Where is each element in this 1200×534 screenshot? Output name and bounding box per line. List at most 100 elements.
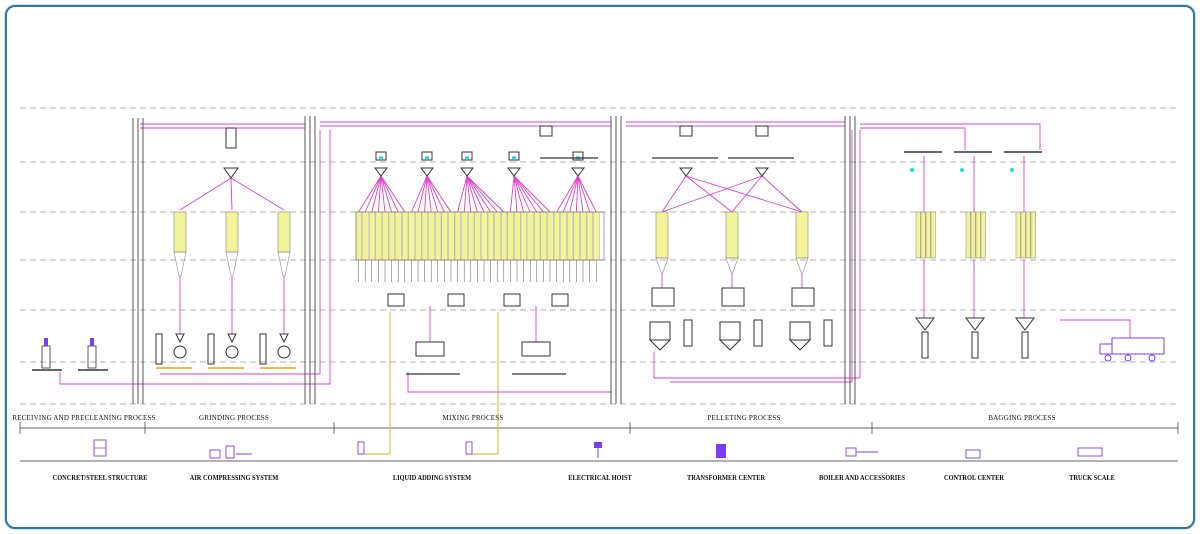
- pipe: [577, 175, 584, 213]
- bagging-bin: [920, 211, 926, 259]
- batching-scale: [447, 293, 465, 307]
- bagging-scale: [971, 331, 979, 359]
- pipe: [179, 177, 232, 211]
- hammer-mill: [277, 345, 291, 359]
- pipe: [661, 175, 763, 213]
- cooler-hopper: [648, 339, 672, 351]
- pipelines: [59, 121, 1131, 393]
- bagging-bin: [925, 211, 931, 259]
- mixing-bin: [527, 211, 534, 261]
- grinding-elevator: [207, 333, 215, 365]
- pelleting-top-cleaner: [755, 125, 769, 137]
- receiving-machine-1-motor: [44, 338, 48, 346]
- control-center-icon: [965, 449, 981, 459]
- hammer-mill: [173, 345, 187, 359]
- air-tank-icon: [225, 445, 235, 459]
- pipe: [556, 175, 579, 213]
- electrical-hoist-icon: [594, 442, 602, 448]
- legend-label-transformer: TRANSFORMER CENTER: [686, 473, 766, 482]
- mixing-distributor: [420, 167, 434, 177]
- mixing-bin: [514, 211, 521, 261]
- mixing-bin: [362, 211, 369, 261]
- mixer: [521, 341, 551, 357]
- diagram-frame: [5, 5, 1195, 529]
- pipe: [377, 175, 382, 213]
- mixing-cyan-marker: [465, 156, 469, 160]
- air-compressor-icon: [209, 449, 221, 459]
- pipe: [380, 175, 386, 213]
- process-label-bagging: BAGGING PROCESS: [988, 414, 1056, 422]
- pelleting-bin: [795, 211, 809, 259]
- bagging-bin: [1025, 211, 1031, 259]
- mixing-bin: [428, 211, 435, 261]
- grinding-distributor: [223, 167, 239, 179]
- legend-label-boiler: BOILER AND ACCESSORIES: [818, 473, 906, 482]
- mixing-bin: [441, 211, 448, 261]
- pipe: [463, 175, 468, 213]
- legend-label-liquid: LIQUID ADDING SYSTEM: [392, 473, 472, 482]
- pelleting-bin-hopper: [795, 257, 809, 273]
- mixing-bin: [567, 211, 574, 261]
- boiler-icon: [845, 447, 857, 457]
- pipe: [426, 175, 452, 213]
- pelleting-distributor: [679, 167, 693, 177]
- equipment: [32, 125, 1165, 375]
- mixing-bin-block: [355, 211, 605, 261]
- cooler: [719, 321, 741, 341]
- batching-scale: [503, 293, 521, 307]
- process-section-rule: [19, 422, 1179, 462]
- bagging-hopper: [915, 317, 935, 331]
- pipe: [59, 130, 331, 385]
- pipe: [860, 127, 966, 150]
- mixing-bin: [468, 211, 475, 261]
- pipe: [653, 130, 861, 379]
- bagging-scale: [1021, 331, 1029, 359]
- truck-wheel: [1148, 354, 1156, 362]
- pipe: [466, 175, 485, 213]
- pipe: [466, 175, 491, 213]
- pipe: [513, 175, 518, 213]
- pipe: [230, 177, 233, 211]
- pipe: [426, 175, 439, 213]
- pipe: [160, 130, 321, 375]
- truck-body: [1111, 337, 1165, 355]
- receiving-machine-2-motor: [90, 338, 94, 346]
- pipe: [509, 175, 515, 213]
- batching-scale: [551, 293, 569, 307]
- truck-wheel: [1124, 354, 1132, 362]
- truck-scale-icon: [1077, 447, 1103, 457]
- pipe: [575, 175, 579, 213]
- pipe: [569, 175, 579, 213]
- process-label-pelleting: PELLETING PROCESS: [707, 414, 781, 422]
- legend-label-control: CONTROL CENTER: [943, 473, 1005, 482]
- grinding-bin: [225, 211, 239, 253]
- bagging-cyan-marker: [960, 168, 964, 172]
- truck-cab: [1099, 343, 1113, 355]
- structural-columns: [132, 116, 856, 404]
- pipe: [358, 175, 382, 213]
- bagging-bin: [965, 211, 971, 259]
- mixing-bin: [395, 211, 402, 261]
- mixing-bin: [408, 211, 415, 261]
- pelleting-cyclone: [753, 319, 763, 347]
- mixing-bin: [507, 211, 514, 261]
- pipe: [731, 175, 763, 213]
- grinding-bin-hopper: [277, 251, 291, 277]
- legend-label-hoist: ELECTRICAL HOIST: [568, 473, 632, 482]
- pelleting-distributor: [755, 167, 769, 177]
- mixing-cyan-marker: [379, 156, 383, 160]
- bagging-bin: [970, 211, 976, 259]
- mixing-bin: [382, 211, 389, 261]
- liquid-tank-icon-2: [465, 441, 473, 455]
- legend-label-truck-scale: TRUCK SCALE: [1069, 473, 1115, 482]
- cooler: [649, 321, 671, 341]
- grinding-feeder: [227, 333, 237, 344]
- mixing-bin: [553, 211, 561, 261]
- pipe: [380, 175, 393, 213]
- mixing-bin: [481, 211, 488, 261]
- pipe: [371, 175, 382, 213]
- legend-icons: [93, 312, 1103, 459]
- pelleting-cyclone: [683, 319, 693, 347]
- transformer-center-icon: [716, 444, 726, 458]
- pipe: [466, 175, 478, 213]
